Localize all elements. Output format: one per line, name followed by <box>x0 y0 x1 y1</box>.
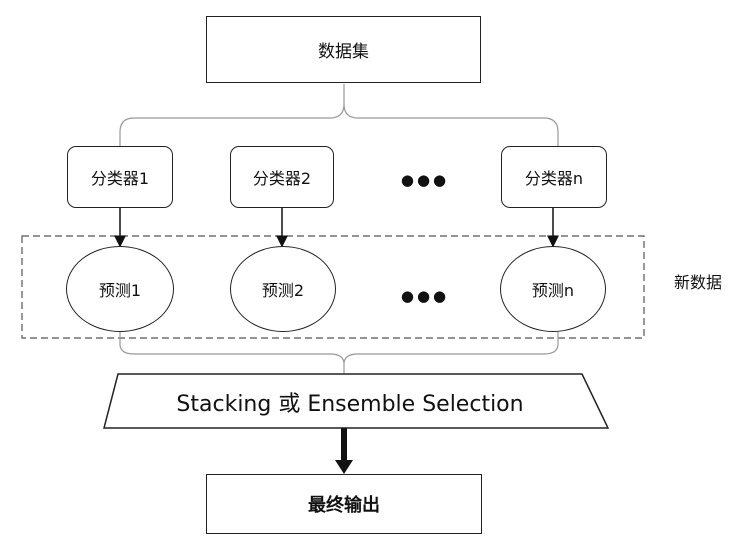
classifier-ellipsis: ●●● <box>400 171 450 189</box>
top-brace <box>119 84 559 146</box>
bottom-brace <box>119 332 559 374</box>
classifier-n-label: 分类器n <box>524 169 584 188</box>
prediction-1-label: 预测1 <box>98 281 142 300</box>
prediction-1-node <box>66 246 174 332</box>
prediction-n-label: 预测n <box>531 281 575 300</box>
new-data-region <box>21 235 645 339</box>
arrow-to-output-head <box>335 460 353 474</box>
prediction-n-node <box>500 246 606 332</box>
output-box <box>206 474 482 534</box>
classifier-1-label: 分类器1 <box>90 169 150 188</box>
classifier-1-box <box>67 146 173 208</box>
dataset-box <box>206 16 481 83</box>
output-label: 最终输出 <box>308 495 380 516</box>
prediction-2-node <box>230 246 336 332</box>
new-data-label: 新数据 <box>673 273 722 292</box>
combiner-trapezoid <box>103 373 610 429</box>
classifier-n-box <box>501 146 607 208</box>
dataset-label: 数据集 <box>318 42 369 62</box>
prediction-ellipsis: ●●● <box>400 287 450 305</box>
classifier-2-label: 分类器2 <box>252 169 312 188</box>
classifier-2-box <box>230 146 334 208</box>
prediction-2-label: 预测2 <box>261 281 305 300</box>
combiner-label: Stacking 或 Ensemble Selection <box>176 392 524 417</box>
